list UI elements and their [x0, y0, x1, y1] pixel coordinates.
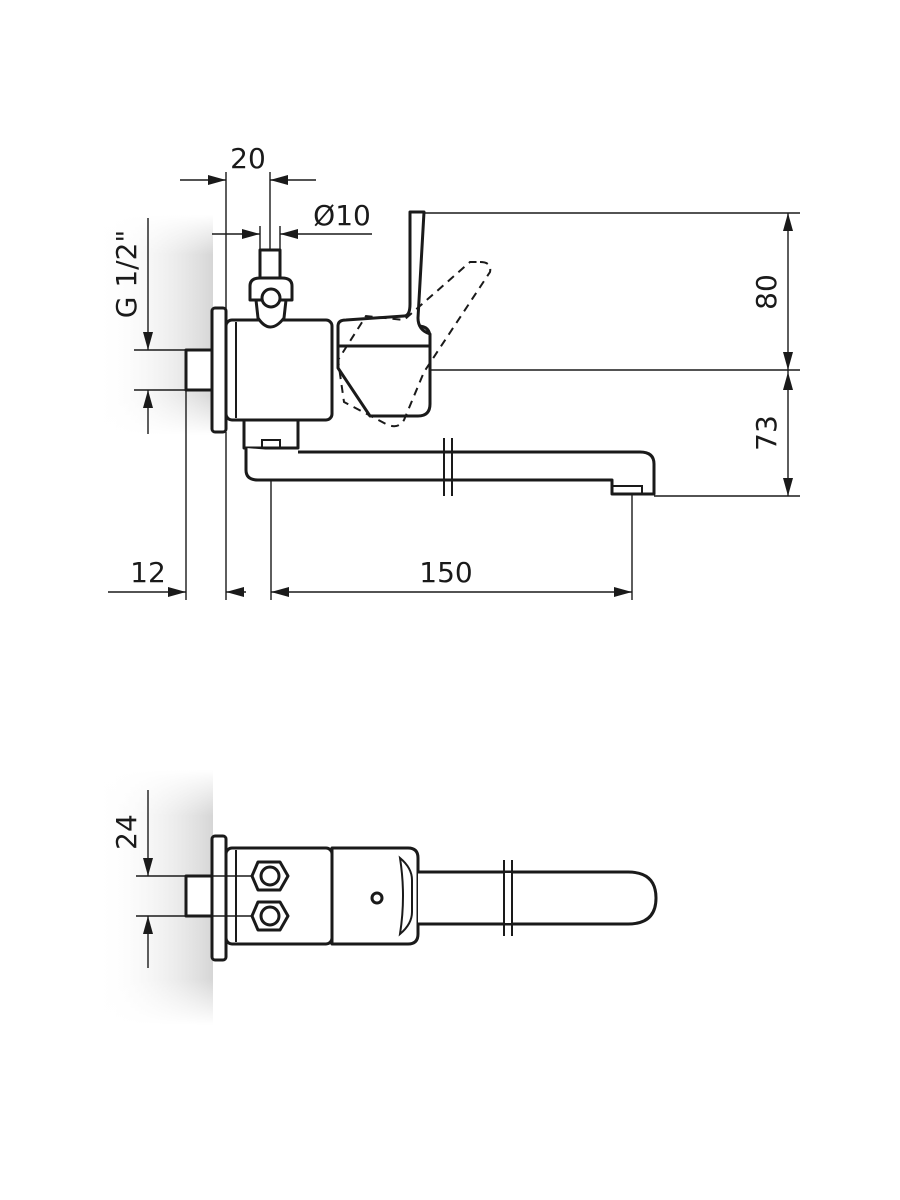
valve-fitting	[248, 248, 294, 329]
dim-thread: G 1/2"	[110, 218, 186, 434]
dim-12: 12	[108, 390, 246, 600]
dim-73: 73	[654, 370, 800, 497]
dim-150: 150	[270, 480, 633, 600]
dim-80-label: 80	[750, 274, 783, 310]
dim-24-label: 24	[110, 814, 143, 850]
side-view: 20 Ø10 G 1/2" 80	[95, 142, 800, 600]
top-view: 24	[95, 770, 658, 1025]
mixer-body	[224, 318, 334, 422]
dim-diameter-10: Ø10	[212, 199, 372, 250]
wall-flange	[210, 306, 228, 434]
dim-20: 20	[180, 142, 316, 320]
dim-73-label: 73	[750, 415, 783, 451]
dim-thread-label: G 1/2"	[110, 230, 143, 319]
dim-80: 80	[424, 212, 800, 371]
hex-nut-lower	[250, 900, 290, 932]
handle-screw-hole	[370, 891, 384, 905]
spout-connector	[242, 418, 300, 450]
dim-150-label: 150	[419, 556, 472, 589]
spout-top	[418, 870, 658, 926]
hex-nut-upper	[250, 860, 290, 892]
wall-flange-top	[210, 834, 228, 962]
dim-24: 24	[110, 790, 252, 968]
lever-handle-open-dashed	[336, 261, 492, 428]
handle-cartridge	[336, 324, 432, 418]
dim-d10-label: Ø10	[313, 199, 371, 232]
dim-12-label: 12	[130, 556, 166, 589]
lever-handle	[336, 210, 432, 348]
dim-20-label: 20	[230, 142, 266, 175]
